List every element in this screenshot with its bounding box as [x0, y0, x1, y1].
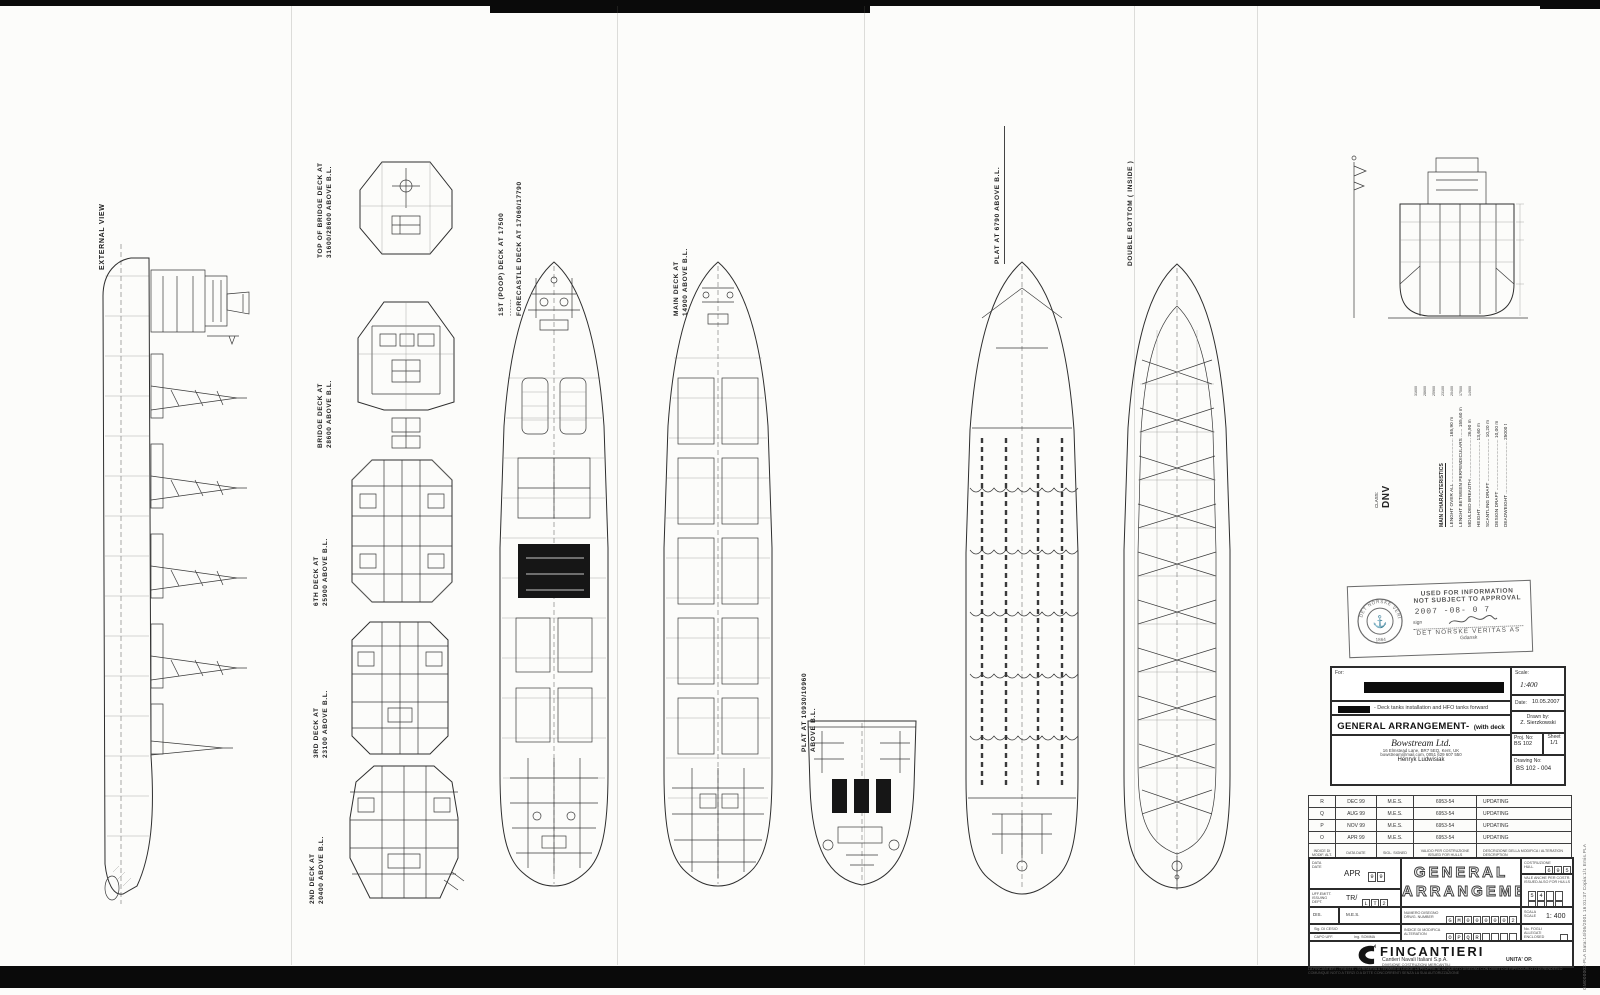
drawing-title: GENERAL ARRANGEMENT- [1337, 721, 1470, 732]
drawn-by-value: Z. Sierzkowski [1520, 720, 1556, 726]
ship-profile-drawing [102, 244, 250, 904]
fincantieri-sub1: Cantieri Navali Italiani S.p.A. [1382, 957, 1448, 963]
fold-crease [1257, 6, 1258, 965]
unita-op: UNITA' OP. [1506, 957, 1533, 963]
dis-value: M.E.S. [1346, 912, 1360, 917]
dnv-stamp: ⚓ DET NORSKE VERITAS 1864 USED FOR INFOR… [1346, 579, 1534, 659]
fold-crease [864, 6, 865, 965]
plat-low-label: PLAT AT 6790 ABOVE B.L. [993, 126, 1005, 264]
enclosed-sheets-boxes [1560, 930, 1569, 940]
issuing-dept-prefix: TR/ [1346, 895, 1358, 902]
scala-label: SCALA SCALE [1524, 910, 1537, 919]
fincantieri-brand: FINCANTIERI [1380, 944, 1485, 959]
scan-edge-top-blob [490, 0, 870, 13]
alteration-label: INDICE DI MODIFICA ALTERATION [1404, 928, 1441, 937]
fold-crease [291, 6, 292, 965]
poop-forecastle-plan [499, 261, 609, 887]
dis-label: DIS. [1313, 912, 1322, 917]
date-value: 10.05.2007 [1532, 699, 1560, 705]
drawing-title-sub: (with deck tanks) [1473, 724, 1505, 731]
redacted-bar [1338, 706, 1370, 713]
enclosed-sheets-label: No. FOGLI ALLEGATI ENCLOSED SHEETS [1524, 927, 1545, 940]
hull-label: COSTRUZIONE HULL [1524, 861, 1551, 870]
company-address: 16 Elmstead Lane, BR7 5EQ, Kent, UK [1382, 748, 1460, 753]
scan-edge-top-right [1540, 0, 1600, 9]
main-characteristics: MAIN CHARACTERISTICS LENGHT OVER ALL ...… [1439, 407, 1508, 527]
also-for-hulls-label: VALE ANCHE PER COSTR. ISSUED ALSO FOR HU… [1524, 876, 1571, 885]
company-contact: bowstream@mail.com, 0051 629 607 550 [1380, 752, 1462, 758]
capo-uff-label: CAPO UFF. [1314, 935, 1334, 939]
contact-person: Henryk Ludwisiak [1397, 757, 1445, 764]
legal-text: LA FINCANTIERI - TRIESTE - SI RISERVA A … [1308, 967, 1563, 976]
plat-mid-plan [807, 720, 917, 886]
scala-value: 1: 400 [1546, 913, 1566, 920]
fincantieri-sub2: DIVISIONE COSTRUZIONI MERCANTILI [1382, 963, 1451, 967]
main-deck-plan [663, 261, 773, 887]
company-name: Bowstream Ltd. [1391, 739, 1451, 749]
svg-text:1864: 1864 [1375, 637, 1386, 642]
deck-plan-2nd [349, 765, 465, 899]
double-bottom-plan [1123, 263, 1231, 890]
also-for-hulls-boxes-row2 [1528, 897, 1564, 906]
drwg-number-label: NUMERO DISEGNO DRWG. NUMBER [1404, 911, 1439, 920]
issuing-dept-label: UFF.EMITT. ISSUING DEPT. [1312, 892, 1332, 905]
deck-plan-6th [351, 459, 453, 603]
date-label: Date: [1515, 700, 1527, 706]
fold-crease [617, 6, 618, 965]
drawing-no-value: BS 102 - 004 [1516, 766, 1552, 772]
scale-value: 1:400 [1520, 680, 1538, 689]
stamp-sign-label: sign [1413, 619, 1423, 626]
double-bottom-label: DOUBLE BOTTOM ( INSIDE ) [1127, 160, 1134, 266]
proj-no-value: BS 102 [1514, 741, 1533, 747]
proj-no-label: Proj. No: [1514, 735, 1534, 741]
deck-plan-bridge [357, 301, 455, 449]
big-title-line2: ARRANGEMENT [1402, 883, 1520, 901]
fold-crease [1134, 6, 1135, 965]
scale-label: Scale: [1515, 670, 1529, 676]
data-date-label: DATA DATE [1312, 861, 1322, 870]
dnv-seal-icon: ⚓ DET NORSKE VERITAS 1864 [1354, 595, 1403, 644]
deck-plan-top-of-bridge [359, 161, 453, 255]
big-title-line1: GENERAL [1413, 864, 1509, 882]
svg-text:⚓: ⚓ [1372, 615, 1387, 630]
hull-boxes: 6953 [1545, 862, 1572, 873]
capo-uff-value: Ing. SOMMA [1354, 935, 1376, 939]
signature-scribble-icon [1448, 614, 1498, 625]
title-block: For: - Deck tanks installation and HFO t… [1330, 666, 1566, 786]
class-notation: CLASS: DNV [1374, 485, 1392, 508]
sheet-value: 1/1 [1550, 740, 1558, 746]
drawing-desc: - Deck tanks installation and HFO tanks … [1374, 705, 1489, 711]
drawn-by-label: Drawn by: [1526, 714, 1550, 720]
redacted-bar [1364, 682, 1504, 693]
sheet-label: Sheet [1547, 734, 1561, 740]
fincantieri-logo-icon [1358, 944, 1376, 965]
drawing-no-label: Drawing No: [1514, 758, 1542, 764]
ship-profile-wrapper [79, 236, 267, 908]
sig-line: Sig. DI CESIO [1314, 926, 1338, 931]
scan-edge-bottom [0, 966, 1600, 988]
deck-plan-3rd [351, 621, 449, 755]
for-label: For: [1335, 670, 1344, 676]
midship-section-drawing [1351, 155, 1528, 319]
plot-margin-note: GM000002-PLA Data:14/06/2001 16:01:37 Co… [1582, 843, 1587, 990]
plat-low-plan [965, 261, 1079, 895]
data-date-month: APR [1344, 869, 1361, 878]
